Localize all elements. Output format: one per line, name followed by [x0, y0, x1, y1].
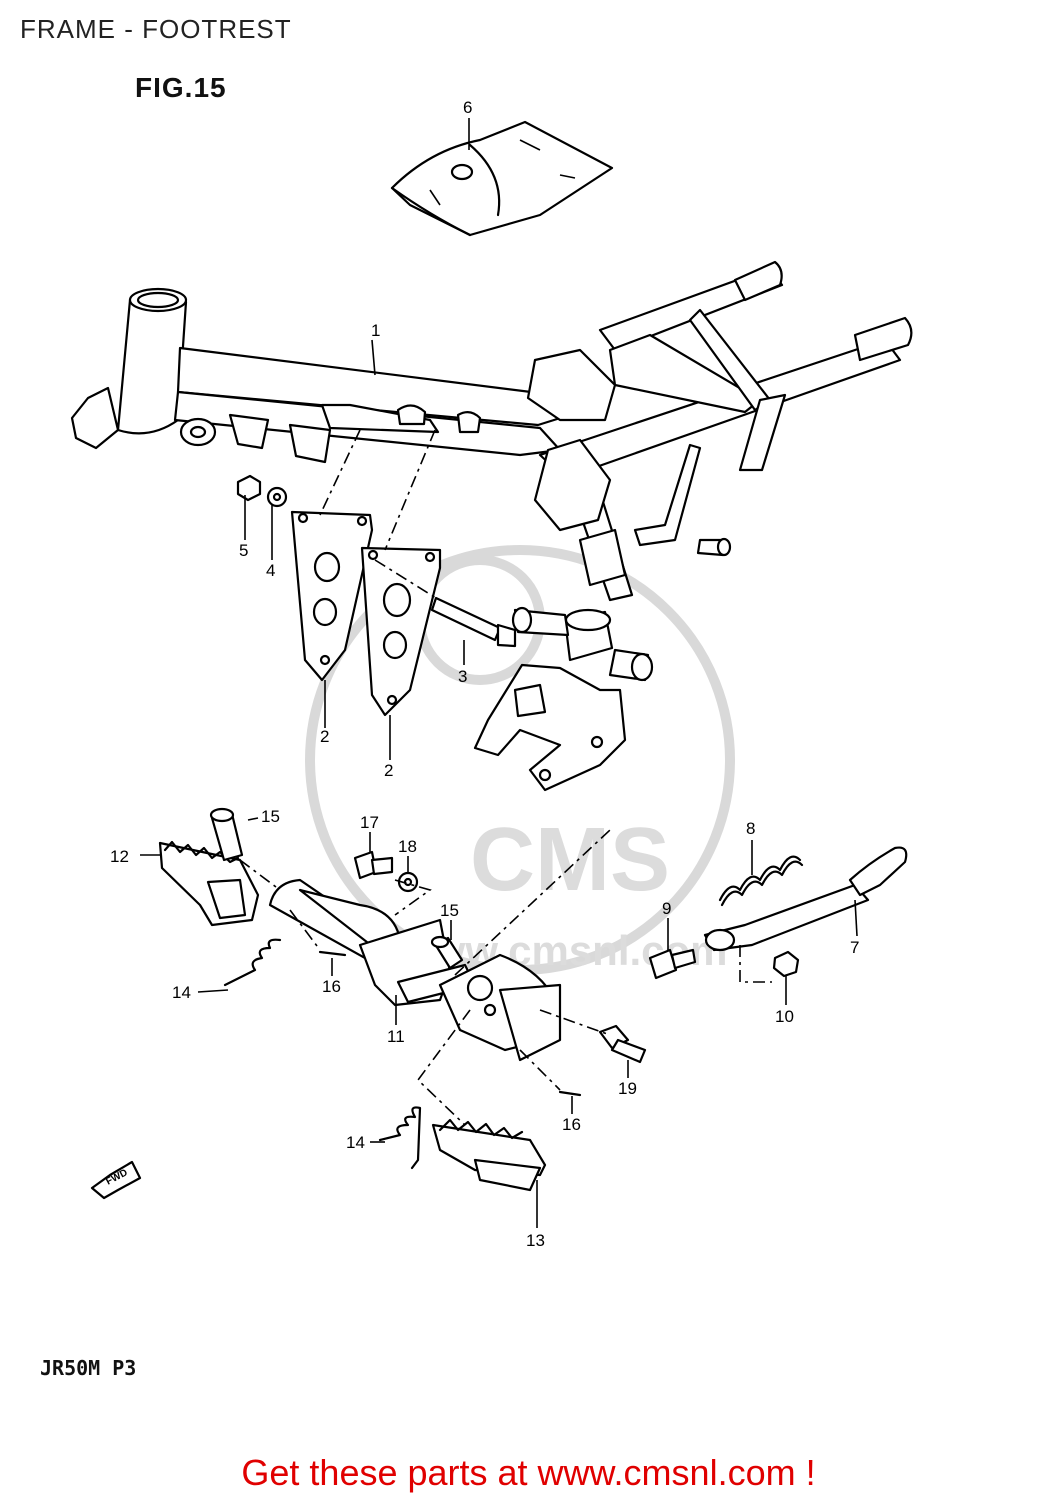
figure-label: FIG.15 — [135, 72, 227, 103]
part-7-side-stand — [703, 846, 908, 952]
callout-18: 18 — [398, 837, 417, 856]
parts-diagram: CMS www.cmsnl.com — [70, 98, 913, 1250]
part-19-bolt — [598, 1024, 647, 1064]
part-18-washer — [397, 871, 419, 893]
part-17-bolt — [353, 850, 394, 880]
part-1-frame — [70, 260, 913, 792]
callout-5: 5 — [239, 541, 248, 560]
part-4-washer — [266, 486, 288, 508]
callout-6: 6 — [463, 98, 472, 117]
part-6-tool-bag — [390, 120, 614, 237]
part-11-footrest-bracket — [268, 878, 562, 1062]
callout-9: 9 — [662, 899, 671, 918]
part-2-plate-left — [290, 510, 374, 682]
callout-4: 4 — [266, 561, 275, 580]
part-13-footrest-right — [431, 1118, 547, 1192]
callout-14-upper: 14 — [172, 983, 191, 1002]
callout-13: 13 — [526, 1231, 545, 1250]
part-8-spring — [718, 855, 804, 907]
callout-19: 19 — [618, 1079, 637, 1098]
model-code: JR50M P3 — [40, 1356, 137, 1380]
callout-14-lower: 14 — [346, 1133, 365, 1152]
leader-lines — [140, 118, 858, 1228]
callout-3: 3 — [458, 667, 467, 686]
callout-12: 12 — [110, 847, 129, 866]
part-16-cotter-pin-lower — [558, 1090, 582, 1097]
part-14-spring-lower — [378, 1106, 422, 1170]
part-15-pin-upper — [209, 807, 244, 862]
watermark-brand: CMS — [470, 810, 670, 910]
part-15-pin-lower — [430, 935, 464, 970]
callout-1: 1 — [371, 321, 380, 340]
part-5-nut — [236, 474, 262, 502]
part-3-bolt — [430, 596, 517, 648]
part-16-cotter-pin-upper — [318, 950, 347, 957]
part-14-spring-upper — [223, 938, 282, 987]
callout-8: 8 — [746, 819, 755, 838]
callout-16-upper: 16 — [322, 977, 341, 996]
promo-link[interactable]: Get these parts at www.cmsnl.com ! — [241, 1452, 816, 1493]
assembly-lines — [239, 429, 611, 1126]
callout-2-right: 2 — [384, 761, 393, 780]
callout-16-lower: 16 — [562, 1115, 581, 1134]
callouts: 1 2 2 3 4 5 6 7 8 9 10 11 12 13 14 14 15… — [110, 98, 859, 1250]
callout-17: 17 — [360, 813, 379, 832]
part-10-nut — [772, 950, 800, 978]
callout-15-lower: 15 — [440, 901, 459, 920]
callout-15-upper: 15 — [261, 807, 280, 826]
callout-7: 7 — [850, 938, 859, 957]
callout-2-left: 2 — [320, 727, 329, 746]
part-9-bolt — [648, 948, 697, 980]
fwd-arrow: FWD — [90, 1160, 142, 1200]
callout-11: 11 — [387, 1027, 405, 1046]
part-2-plate-right — [360, 546, 442, 717]
part-12-footrest-left — [158, 840, 260, 927]
callout-10: 10 — [775, 1007, 794, 1026]
diagram-header: FRAME - FOOTREST — [20, 14, 292, 44]
